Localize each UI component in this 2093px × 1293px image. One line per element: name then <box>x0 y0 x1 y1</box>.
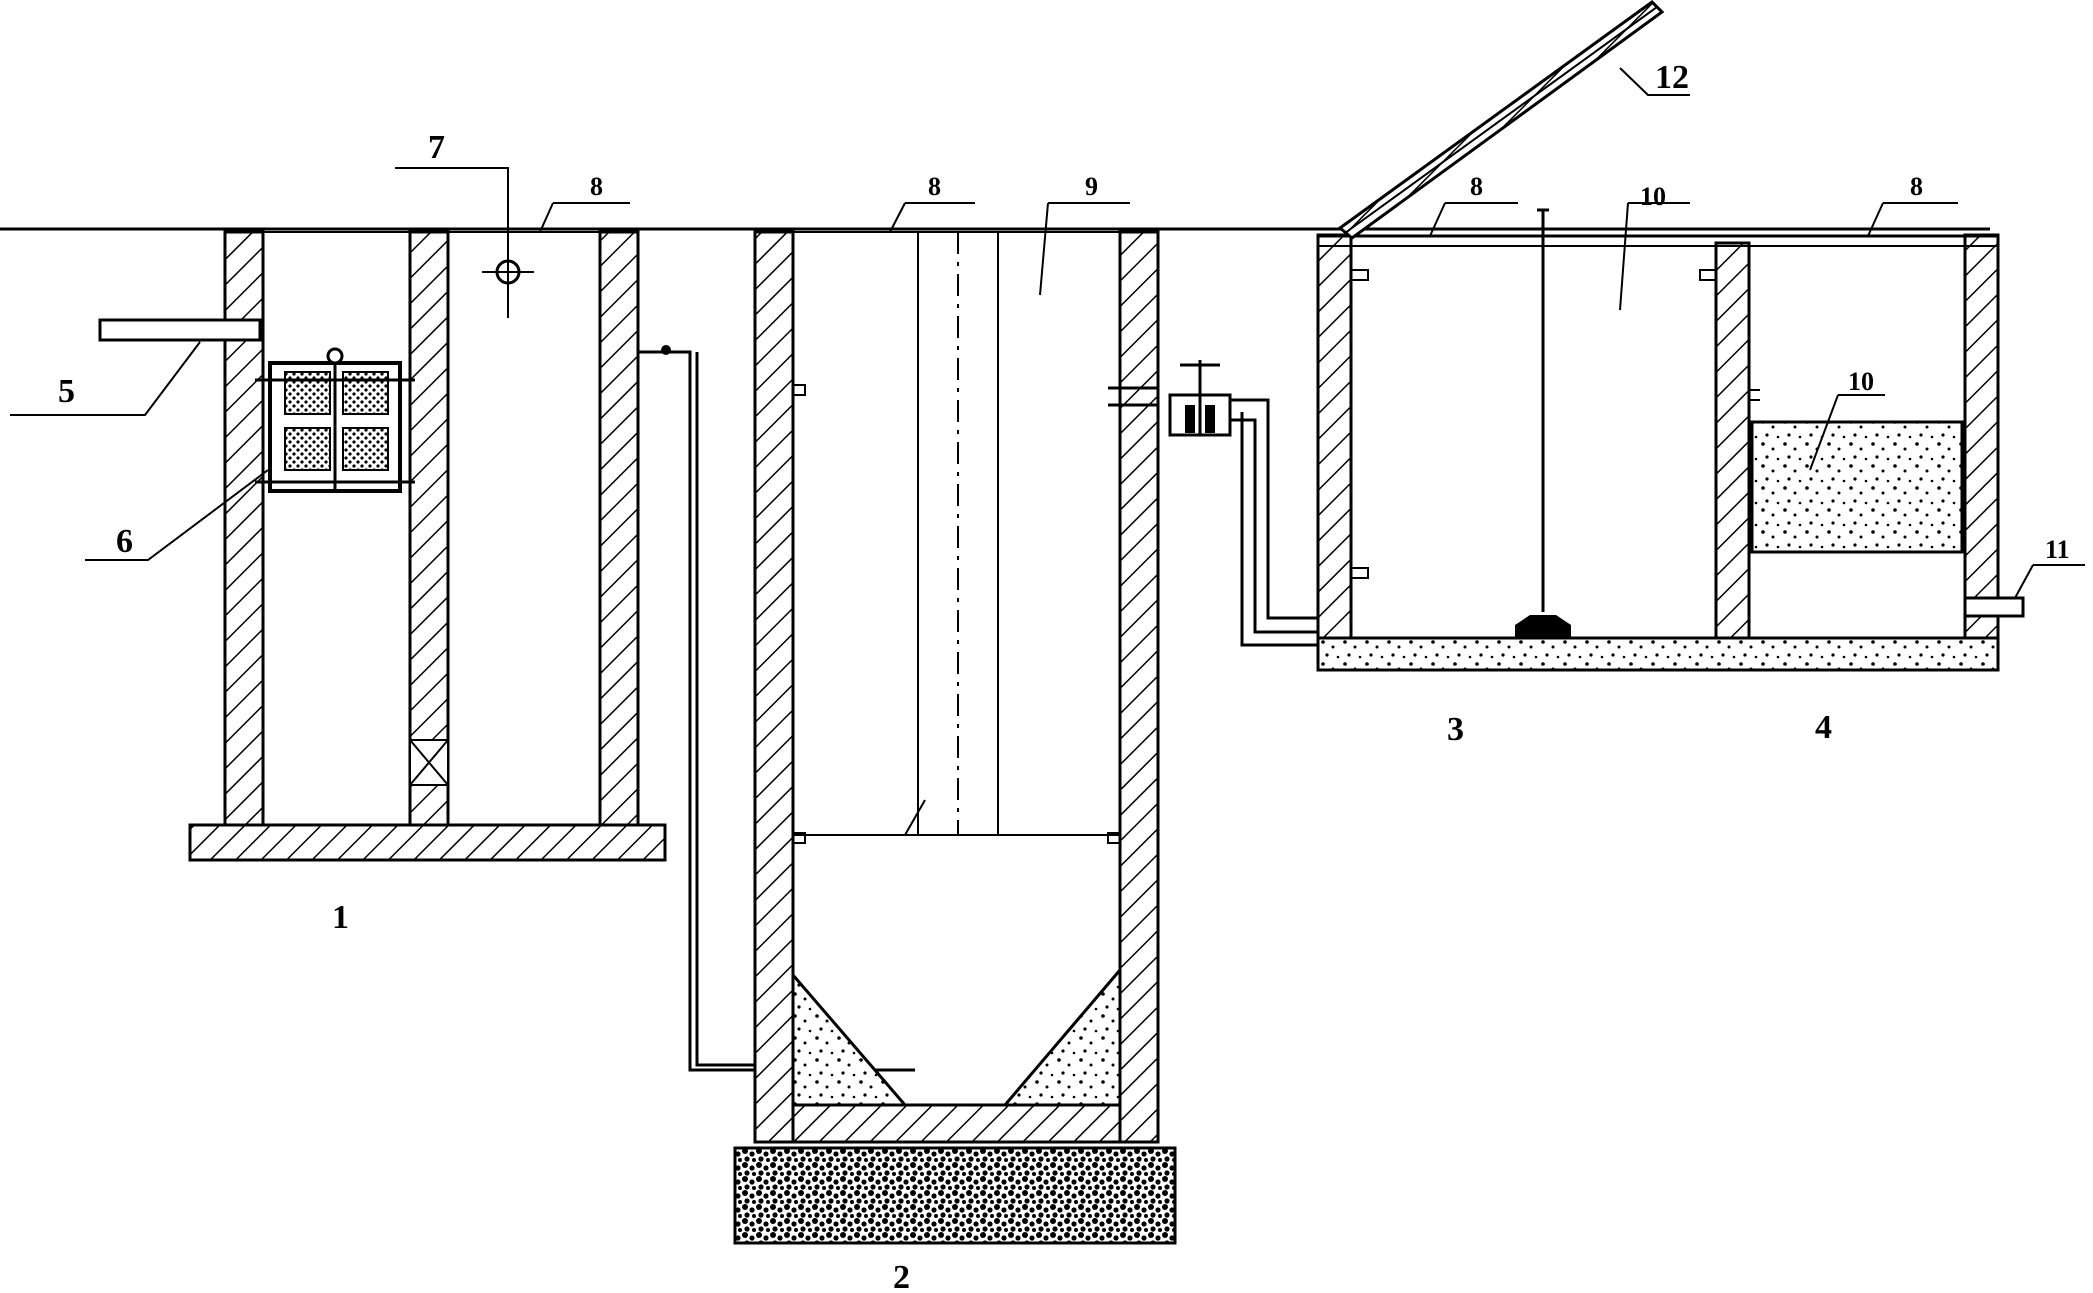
label-7: 7 <box>428 129 445 166</box>
label-tank-3: 3 <box>1447 711 1464 748</box>
label-8-tank-4: 8 <box>1910 172 1923 201</box>
tank-3-4 <box>1316 0 2025 672</box>
tank-2-gravel-bed <box>733 1146 1177 1245</box>
label-11: 11 <box>2045 535 2070 564</box>
tank-2 <box>733 230 1322 1245</box>
tank-1-middle-wall <box>408 230 450 827</box>
tank-2-right-wall <box>1118 230 1160 1144</box>
tank-1-right-wall <box>598 230 640 827</box>
label-10-tank-4: 10 <box>1848 367 1874 396</box>
label-8-tank-3: 8 <box>1470 172 1483 201</box>
label-6: 6 <box>116 523 133 560</box>
grille-basket <box>255 347 415 493</box>
tank-1-base <box>188 823 667 862</box>
label-5: 5 <box>58 373 75 410</box>
label-tank-2: 2 <box>893 1259 910 1293</box>
filter-media <box>1750 420 1964 554</box>
vent-symbol <box>482 258 534 318</box>
sediment-hopper-right <box>1001 965 1122 1107</box>
label-tank-1: 1 <box>332 899 349 936</box>
label-tank-4: 4 <box>1815 709 1832 746</box>
solar-panel <box>1337 0 1665 240</box>
label-9: 9 <box>1085 172 1098 201</box>
sediment-hopper-left <box>791 970 909 1107</box>
label-12: 12 <box>1655 59 1689 96</box>
tank-2-left-wall <box>753 230 795 1144</box>
tank-3-4-base <box>1316 636 2000 672</box>
outlet-pipe <box>1963 596 2025 618</box>
tank-1-passage-cross <box>409 739 449 786</box>
label-10-tank-3: 10 <box>1640 182 1666 211</box>
outlet-valve <box>1168 360 1232 437</box>
label-8-tank-1: 8 <box>590 172 603 201</box>
aerator-head <box>1515 615 1571 638</box>
leader-lines <box>10 67 2085 599</box>
tank-3-left-wall <box>1316 233 1353 640</box>
labels: 1 2 3 4 5 6 7 8 8 9 8 10 8 10 11 12 <box>58 59 2070 1293</box>
label-8-tank-2: 8 <box>928 172 941 201</box>
tank-1 <box>98 230 915 1072</box>
pipe-to-tank-3 <box>1230 398 1322 620</box>
inlet-pipe <box>98 318 262 342</box>
tank-4-right-wall <box>1963 233 2000 640</box>
tank-2-floor <box>791 1103 1122 1144</box>
tank-3-4-divider <box>1714 241 1751 640</box>
